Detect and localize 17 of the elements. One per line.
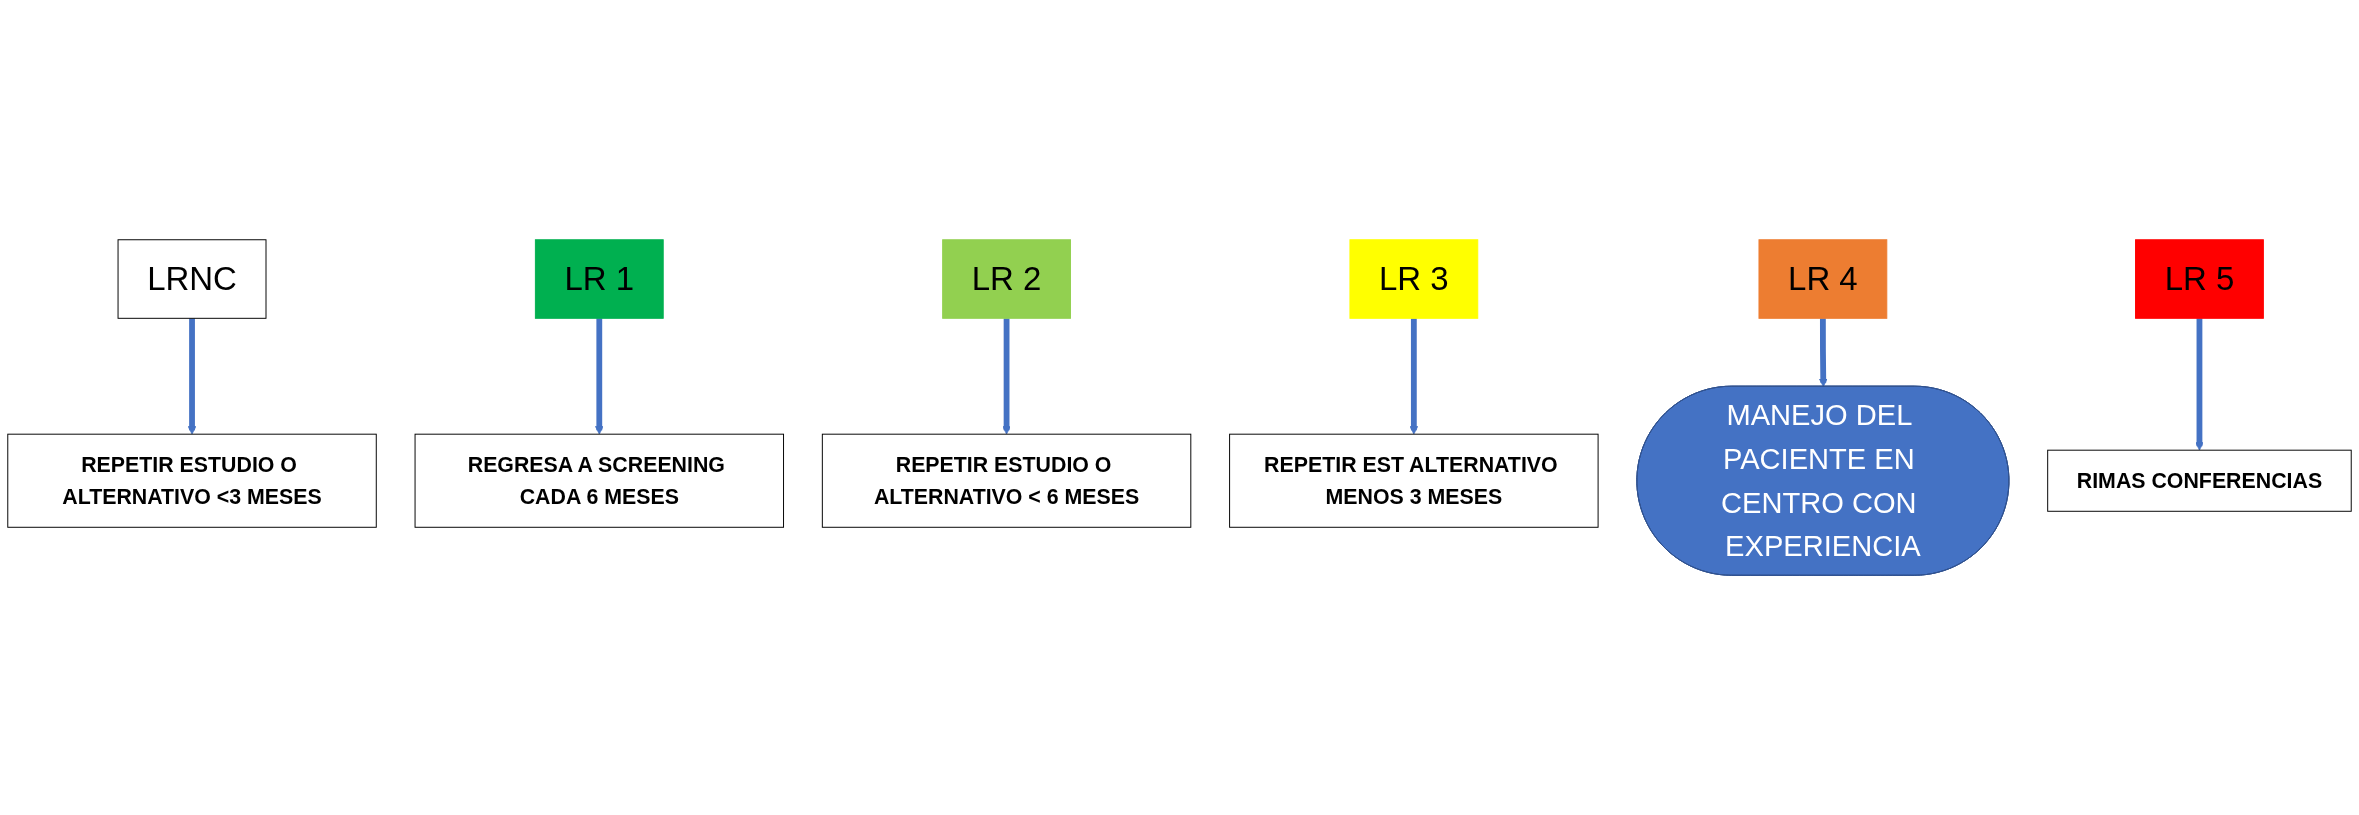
node-box: LR 5 bbox=[2135, 239, 2264, 319]
arrow bbox=[1409, 318, 1419, 435]
node-box: LR 4 bbox=[1758, 239, 1888, 319]
node-box: REGRESA A SCREENING CADA 6 MESES bbox=[414, 433, 785, 528]
node-box: REPETIR ESTUDIO O ALTERNATIVO < 6 MESES bbox=[821, 433, 1192, 528]
node-box: LR 2 bbox=[942, 239, 1071, 319]
arrow bbox=[2195, 318, 2204, 451]
arrow bbox=[1002, 318, 1011, 435]
arrow bbox=[595, 318, 604, 435]
node-box: REPETIR ESTUDIO O ALTERNATIVO <3 MESES bbox=[7, 433, 377, 528]
node-box: REPETIR EST ALTERNATIVO MENOS 3 MESES bbox=[1229, 433, 1599, 528]
arrow bbox=[187, 318, 197, 435]
node-box: RIMAS CONFERENCIAS bbox=[2047, 449, 2352, 512]
arrow bbox=[1819, 318, 1828, 388]
node-box: LR 3 bbox=[1349, 239, 1479, 319]
node-box: LRNC bbox=[117, 239, 267, 319]
node-box: LR 1 bbox=[534, 239, 664, 319]
